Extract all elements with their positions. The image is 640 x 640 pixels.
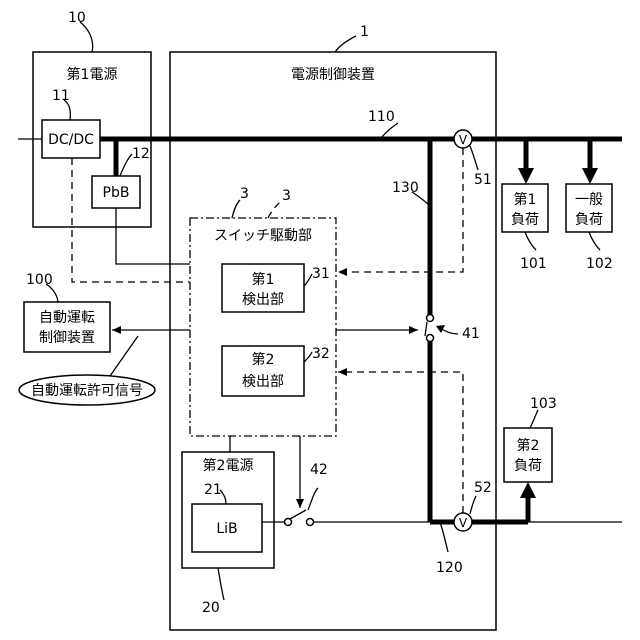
ref-auto: 100 <box>26 272 53 288</box>
ref-101: 101 <box>520 256 547 272</box>
ref-device: 1 <box>360 24 369 40</box>
detector2-line1: 第2 <box>252 351 275 368</box>
ref-103: 103 <box>530 396 557 412</box>
ref-42: 42 <box>310 462 328 478</box>
load1-line1: 第1 <box>514 191 537 208</box>
detector1-line1: 第1 <box>252 271 275 288</box>
ref-power2: 20 <box>202 600 220 616</box>
power-control-device-title: 電源制御装置 <box>291 67 375 83</box>
load-general-feed-arrowhead <box>582 168 598 184</box>
ref-pbb: 12 <box>132 146 150 162</box>
detector1-line2: 検出部 <box>242 292 284 308</box>
ref-120: 120 <box>436 560 463 576</box>
ref-lib: 21 <box>204 482 222 498</box>
ref-52: 52 <box>474 480 492 496</box>
ref-130: 130 <box>392 180 419 196</box>
ref-driver-b: 3 <box>282 188 291 204</box>
power1-title: 第1電源 <box>67 66 118 83</box>
permit-signal-leader <box>110 336 138 376</box>
lib-label: LiB <box>216 521 237 537</box>
load1-line2: 負荷 <box>511 212 539 228</box>
permit-signal-label: 自動運転許可信号 <box>31 383 143 399</box>
ref-102: 102 <box>586 256 613 272</box>
pbb-label: PbB <box>103 185 130 201</box>
leader-101 <box>525 232 536 250</box>
leader-102 <box>589 232 600 250</box>
switch-driver-label: スイッチ駆動部 <box>214 228 312 244</box>
load-general-line1: 一般 <box>575 192 603 208</box>
auto-controller-line1: 自動運転 <box>39 310 95 326</box>
load2-feed-arrowhead <box>520 482 536 498</box>
load2-line1: 第2 <box>517 437 540 454</box>
power2-title: 第2電源 <box>203 457 254 474</box>
auto-controller-line2: 制御装置 <box>39 330 95 346</box>
ref-dcdc: 11 <box>52 88 70 104</box>
ref-41: 41 <box>462 326 480 342</box>
dcdc-label: DC/DC <box>48 132 94 148</box>
ref-driver-a: 3 <box>240 186 249 202</box>
detector2-line2: 検出部 <box>242 374 284 390</box>
ref-power1: 10 <box>68 10 86 26</box>
load-general-line2: 負荷 <box>575 212 603 228</box>
leader-103 <box>530 410 538 428</box>
leader-power1 <box>80 22 93 52</box>
voltmeter-51-label: V <box>459 133 468 147</box>
load2-line2: 負荷 <box>514 458 542 474</box>
ref-det2: 32 <box>312 346 330 362</box>
ref-51: 51 <box>474 172 492 188</box>
voltmeter-52-label: V <box>459 516 468 530</box>
load1-feed-arrowhead <box>518 168 534 184</box>
leader-device <box>335 36 356 52</box>
ref-110: 110 <box>368 109 395 125</box>
ref-det1: 31 <box>312 266 330 282</box>
